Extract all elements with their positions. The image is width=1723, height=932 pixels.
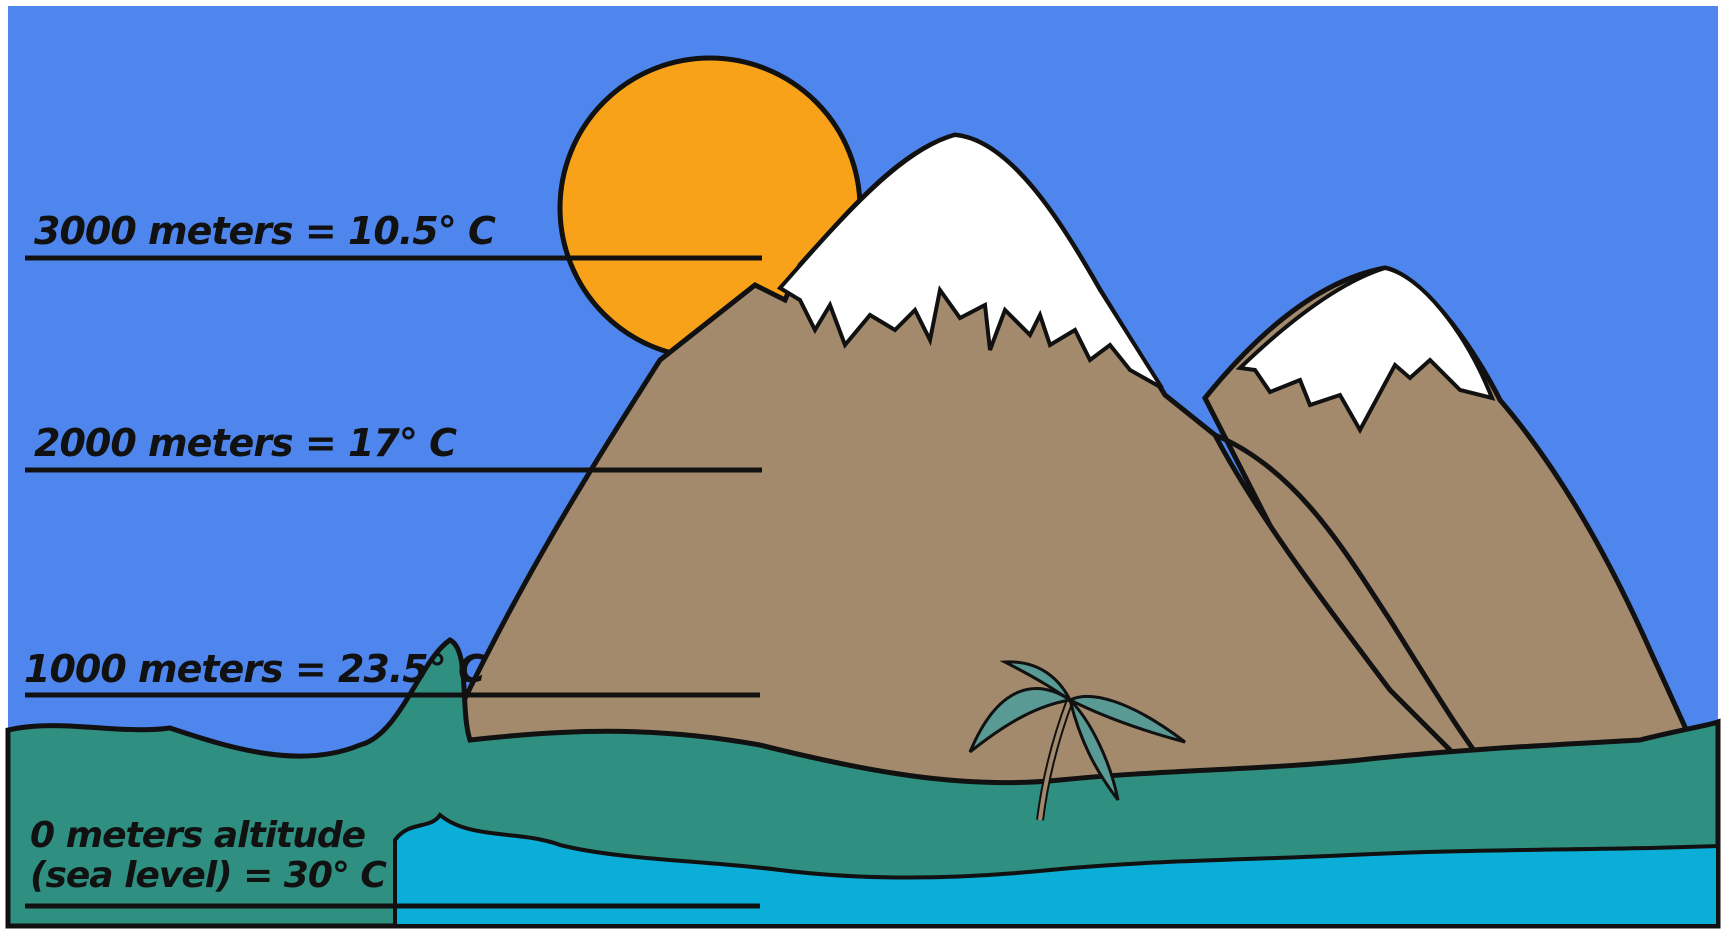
label-1000-meters: 1000 meters = 23.5° C [24, 650, 485, 688]
label-sea-level-line1: 0 meters altitude [30, 818, 365, 854]
label-3000-meters: 3000 meters = 10.5° C [34, 212, 495, 250]
label-2000-meters: 2000 meters = 17° C [34, 424, 456, 462]
label-sea-level-line2: (sea level) = 30° C [30, 858, 386, 894]
